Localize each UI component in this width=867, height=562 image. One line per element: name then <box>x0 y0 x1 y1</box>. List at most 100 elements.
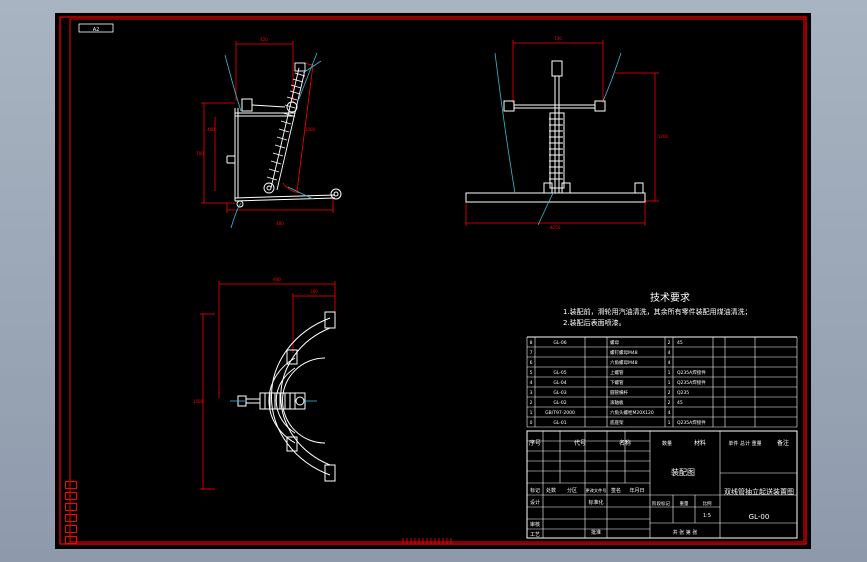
bom-row-code: GL-06 <box>553 340 566 346</box>
drawing-name: 装配图 <box>671 467 695 477</box>
bom-row-code: GL-03 <box>553 390 566 396</box>
bom-row-material: 45 <box>677 340 683 346</box>
bom-row-no: 5 <box>530 370 533 376</box>
bom-row-name: 底座架 <box>610 419 624 426</box>
bom-header-material: 材料 <box>694 439 706 447</box>
svg-text:分区: 分区 <box>567 487 577 494</box>
tech-requirements: 技术要求 1.装配前，滑轮用汽油清洗，其余所有零件装配用煤油清洗； 2.装配后表… <box>563 291 752 327</box>
plan-view: 940 300 1000 <box>193 277 336 490</box>
bom-row-qty: 4 <box>668 350 671 356</box>
bom-row-no: 0 <box>530 420 533 426</box>
outer-frame <box>59 16 807 545</box>
bom-row-no: 4 <box>530 380 533 386</box>
svg-text:标记: 标记 <box>530 487 540 494</box>
bom-row-name: 上螺管 <box>610 369 624 376</box>
svg-text:940: 940 <box>273 277 281 282</box>
bom-header-qty: 数量 <box>662 440 672 447</box>
bom-row-code: GB/T97-2000 <box>545 410 575 416</box>
title-tag-box <box>78 23 114 33</box>
assembly-drawing: A2 420 <box>59 16 807 545</box>
svg-text:标准化: 标准化 <box>588 499 603 506</box>
bom-row-qty: 2 <box>668 340 671 346</box>
bom-row-qty: 4 <box>668 360 671 366</box>
svg-text:批准: 批准 <box>591 529 601 536</box>
tech-requirement-line-2: 2.装配后表面喷漆。 <box>563 318 626 327</box>
drawing-canvas[interactable]: A2 420 <box>55 13 811 549</box>
svg-text:420: 420 <box>260 37 268 42</box>
bom-row-code: GL-04 <box>553 380 566 386</box>
center-ticks <box>402 538 452 544</box>
svg-text:1000: 1000 <box>193 399 204 404</box>
layer-swatch[interactable] <box>65 492 77 500</box>
bom-row-name: 下螺管 <box>610 379 624 386</box>
svg-text:1000: 1000 <box>305 127 316 132</box>
bom-header-no: 序号 <box>529 439 541 447</box>
title-tag: A2 <box>93 27 100 33</box>
title-block: 装配图 双线管抽立起送装置图 GL-00 1:5 标记 处数 分区 更改文件号 … <box>526 430 798 539</box>
bom-row-material: Q235A焊接件 <box>677 419 706 426</box>
bom-row-name: 螺钉螺母M48 <box>610 349 638 356</box>
bom-row-name: 螺母 <box>610 339 619 346</box>
tech-requirement-line-1: 1.装配前，滑轮用汽油清洗，其余所有零件装配用煤油清洗； <box>563 307 752 316</box>
bom-row-material: Q235A焊接件 <box>677 369 706 376</box>
layer-swatch[interactable] <box>65 514 77 522</box>
drawing-number: GL-00 <box>749 513 770 521</box>
layer-swatch[interactable] <box>65 481 77 489</box>
bom-row-no: 8 <box>530 340 533 346</box>
bom-row-no: 2 <box>530 400 533 406</box>
bom-row-name: 六角螺母M48 <box>610 359 638 366</box>
layer-swatch[interactable] <box>65 525 77 533</box>
svg-text:700: 700 <box>196 151 204 156</box>
bom-row-no: 3 <box>530 390 533 396</box>
bom-row-qty: 2 <box>668 400 671 406</box>
layer-swatch[interactable] <box>65 536 77 544</box>
svg-text:480: 480 <box>276 221 284 226</box>
bom-row-no: 6 <box>530 360 533 366</box>
bom-row-name: 六角头螺栓M20X120 <box>610 409 654 416</box>
tech-requirements-heading: 技术要求 <box>650 291 690 304</box>
bom-row-code: GL-01 <box>553 420 566 426</box>
bom-row-code: GL-02 <box>553 400 566 406</box>
svg-text:处数: 处数 <box>546 487 556 494</box>
bom-row-qty: 2 <box>668 390 671 396</box>
bom-row-name: 滚轴板 <box>610 399 624 406</box>
side-view: 420 700 480 1000 480 <box>196 37 342 229</box>
bom-row-code: GL-05 <box>553 370 566 376</box>
svg-text:共 张 第 张: 共 张 第 张 <box>673 529 698 536</box>
bom-row-qty: 1 <box>668 420 671 426</box>
bom-row-qty: 1 <box>668 370 671 376</box>
bom-row-material: Q235 <box>677 390 689 396</box>
svg-text:比例: 比例 <box>703 500 712 507</box>
product-name: 双线管抽立起送装置图 <box>724 487 794 496</box>
svg-text:阶段标记: 阶段标记 <box>652 500 670 507</box>
bom-row-no: 1 <box>530 410 533 416</box>
layer-swatch[interactable] <box>65 503 77 511</box>
svg-text:重量: 重量 <box>680 500 689 507</box>
bom-header-note: 备注 <box>777 439 789 447</box>
svg-text:Φ250: Φ250 <box>550 225 561 230</box>
bom-row-qty: 4 <box>668 410 671 416</box>
bom-header-weight: 单件 总计 重量 <box>728 440 761 447</box>
svg-text:签名: 签名 <box>611 487 621 494</box>
svg-text:1200: 1200 <box>658 134 669 139</box>
svg-text:730: 730 <box>554 36 562 41</box>
svg-text:工艺: 工艺 <box>530 532 540 538</box>
inner-frame <box>69 18 805 543</box>
bom-row-qty: 1 <box>668 380 671 386</box>
bom-header-code: 代号 <box>574 439 586 447</box>
bom-row-no: 7 <box>530 350 533 356</box>
bom-row-material: Q235A焊接件 <box>677 379 706 386</box>
svg-text:审核: 审核 <box>530 521 540 528</box>
bom-row-name: 圆管横杆 <box>610 389 628 396</box>
svg-text:年月日: 年月日 <box>629 487 644 494</box>
bom-row-material: 45 <box>677 400 683 406</box>
layer-swatches <box>65 481 77 547</box>
scale-value: 1:5 <box>703 513 711 519</box>
svg-text:480: 480 <box>207 127 215 132</box>
svg-text:更改文件号: 更改文件号 <box>586 487 607 494</box>
svg-text:300: 300 <box>310 289 318 294</box>
svg-text:设计: 设计 <box>530 499 540 506</box>
front-view: 730 1200 Φ250 <box>465 36 669 230</box>
